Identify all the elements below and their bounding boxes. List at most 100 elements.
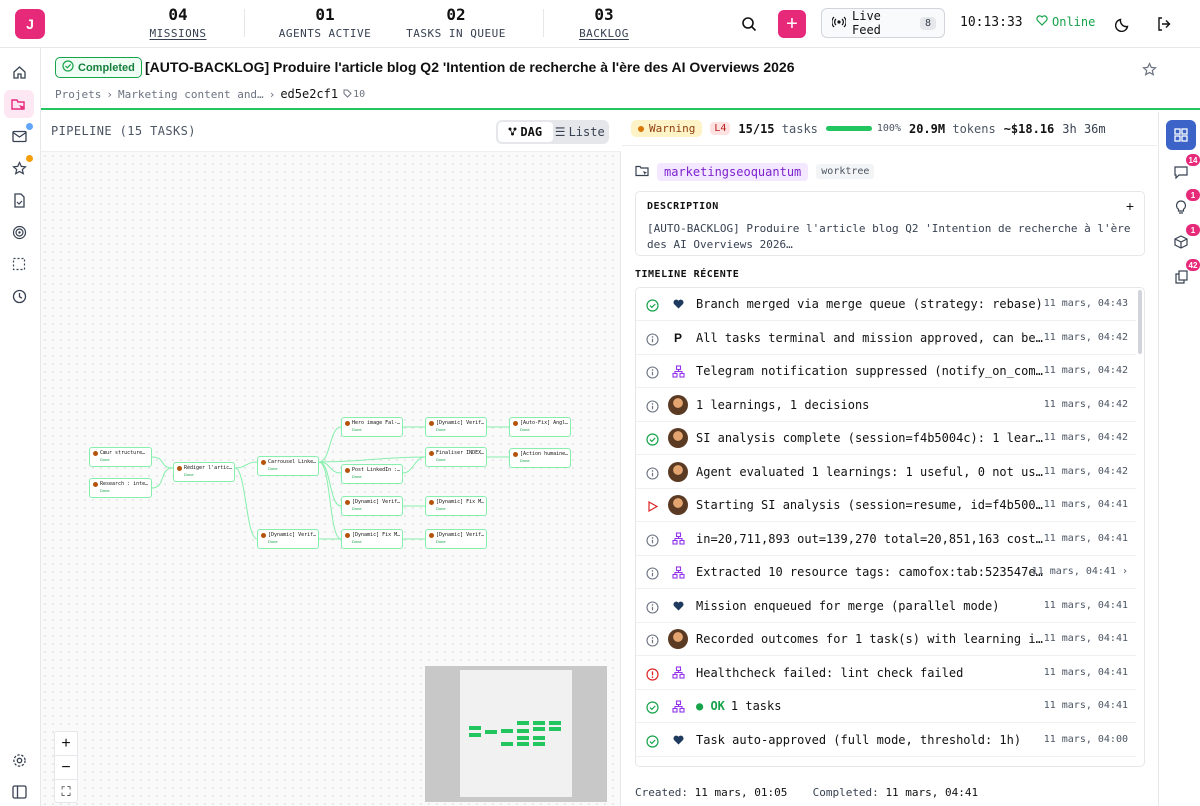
star-icon[interactable] [4, 154, 34, 182]
inbox-icon[interactable] [4, 122, 34, 150]
dag-icon [508, 125, 517, 139]
stat-missions[interactable]: 04 MISSIONS [138, 5, 218, 40]
breadcrumb-projects[interactable]: Projets [55, 87, 102, 101]
zoom-out-button[interactable]: − [55, 756, 77, 780]
tasks-count: 15/15 [738, 121, 775, 136]
expand-description-button[interactable]: + [1125, 198, 1134, 214]
timeline-row[interactable]: Recorded outcomes for 1 task(s) with lea… [636, 623, 1136, 656]
selection-icon[interactable] [4, 250, 34, 278]
health-label: Warning [649, 122, 696, 135]
logout-icon[interactable] [1153, 13, 1175, 35]
timeline-row[interactable]: Agent evaluated 1 learnings: 1 useful, 0… [636, 456, 1136, 489]
moon-icon[interactable] [1111, 13, 1133, 35]
dag-node[interactable]: [Dynamic] Verif…Done [341, 496, 403, 516]
minimap[interactable] [425, 666, 607, 802]
timeline-row[interactable]: Task auto-approved (full mode, threshold… [636, 724, 1136, 757]
node-status: Done [100, 457, 110, 462]
overview-grid-icon[interactable] [1166, 120, 1196, 150]
stat-queue-label: TASKS IN QUEUE [406, 27, 506, 40]
minimap-node [469, 726, 481, 730]
dag-node[interactable]: Finaliser INDEX…Done [425, 447, 487, 467]
stat-backlog[interactable]: 03 BACKLOG [570, 5, 638, 40]
document-icon[interactable] [4, 186, 34, 214]
node-label: [Auto-Fix] Angl… [520, 420, 569, 426]
favorite-star-icon[interactable] [1140, 60, 1158, 78]
dag-node[interactable]: Hero image Fal-…Done [341, 417, 403, 437]
node-label: [Dynamic] Verif… [268, 532, 317, 538]
lightbulb-icon[interactable]: 1 [1166, 189, 1200, 222]
minimap-node [517, 729, 529, 733]
dag-node[interactable]: Cœur structure…Done [89, 447, 152, 467]
info-icon [646, 398, 659, 417]
timeline-row[interactable]: Branch merged via merge queue (strategy:… [636, 288, 1136, 321]
timeline-message: Recorded outcomes for 1 task(s) with lea… [696, 632, 1046, 646]
missions-icon[interactable] [4, 90, 34, 118]
timeline-row[interactable]: Extracted 10 resource tags: camofox:tab:… [636, 556, 1136, 589]
project-name[interactable]: marketingseoquantum [657, 162, 809, 181]
online-status: Online [1036, 15, 1095, 29]
package-icon[interactable]: 1 [1166, 224, 1200, 257]
node-label: Carrousel Linke… [268, 459, 317, 465]
timeline-row[interactable]: Telegram notification suppressed (notify… [636, 355, 1136, 388]
level-badge: L4 [710, 122, 731, 135]
page-title: [AUTO-BACKLOG] Produire l'article blog Q… [145, 59, 795, 75]
dag-node[interactable]: Rédiger l'artic…Done [173, 462, 235, 482]
stat-agents-label: AGENTS ACTIVE [278, 27, 372, 40]
timeline-row[interactable]: Mission enqueued for merge (parallel mod… [636, 590, 1136, 623]
dag-node[interactable]: [Action humaine…Done [509, 448, 571, 468]
divider [543, 9, 544, 37]
home-icon[interactable] [4, 58, 34, 86]
timeline-message: Telegram notification suppressed (notify… [696, 364, 1046, 378]
settings-icon[interactable] [4, 746, 34, 774]
search-icon[interactable] [738, 13, 760, 35]
dag-node[interactable]: Research : inte…Done [89, 478, 152, 498]
breadcrumb-project[interactable]: Marketing content and… [117, 87, 264, 101]
dag-node[interactable]: [Dynamic] Fix M…Done [341, 529, 403, 549]
user-avatar[interactable]: J [15, 9, 45, 39]
timeline-time: 11 mars, 04:43 [1043, 298, 1128, 309]
clock-icon[interactable] [4, 282, 34, 310]
dag-node[interactable]: Carrousel Linke…Done [257, 456, 319, 476]
sidebar-toggle-icon[interactable] [4, 778, 34, 806]
chat-icon[interactable]: 14 [1166, 154, 1200, 187]
dag-node[interactable]: [Dynamic] Verif…Done [425, 529, 487, 549]
timeline-row[interactable]: in=20,711,893 out=139,270 total=20,851,1… [636, 523, 1136, 556]
node-status: Done [520, 458, 530, 463]
tab-dag[interactable]: DAG [498, 122, 553, 142]
sidebar [0, 48, 41, 806]
timeline-message: SI analysis complete (session=f4b5004c):… [696, 431, 1046, 445]
node-status: Done [436, 506, 446, 511]
live-feed-button[interactable]: Live Feed 8 [821, 8, 945, 38]
node-status: Done [436, 539, 446, 544]
new-mission-button[interactable]: + [778, 10, 806, 38]
target-icon[interactable] [4, 218, 34, 246]
timeline-message: 1 learnings, 1 decisions [696, 398, 1046, 412]
agent-avatar [668, 461, 688, 482]
timeline-scrollbar[interactable] [1138, 290, 1142, 354]
p-icon: P [673, 330, 682, 345]
timeline-list[interactable]: Branch merged via merge queue (strategy:… [635, 287, 1145, 767]
heart-icon [668, 596, 688, 616]
timeline-row[interactable]: SI analysis complete (session=f4b5004c):… [636, 422, 1136, 455]
timeline-time: 11 mars, 04:42 [1043, 365, 1128, 376]
timeline-time: 11 mars, 04:00 [1043, 733, 1128, 745]
zoom-in-button[interactable]: + [55, 732, 77, 756]
fit-view-button[interactable]: ⛶ [61, 784, 71, 799]
stat-backlog-label: BACKLOG [579, 27, 629, 40]
dag-node[interactable]: Post LinkedIn :…Done [341, 464, 403, 484]
dag-node[interactable]: [Auto-Fix] Angl…Done [509, 417, 571, 437]
timeline-row[interactable]: Starting SI analysis (session=resume, id… [636, 489, 1136, 522]
dag-node[interactable]: [Dynamic] Fix M…Done [425, 496, 487, 516]
dag-node[interactable]: [Dynamic] Verif…Done [425, 417, 487, 437]
info-icon [646, 364, 659, 383]
dag-node[interactable]: [Dynamic] Verif…Done [257, 529, 319, 549]
mission-hash[interactable]: ed5e2cf1 [280, 87, 339, 101]
timeline-message: Task auto-approved (full mode, threshold… [696, 733, 1046, 747]
files-icon[interactable]: 42 [1166, 259, 1200, 292]
timeline-time: 11 mars, 04:41 › [1031, 566, 1128, 577]
tab-list[interactable]: ☰ Liste [553, 122, 608, 142]
